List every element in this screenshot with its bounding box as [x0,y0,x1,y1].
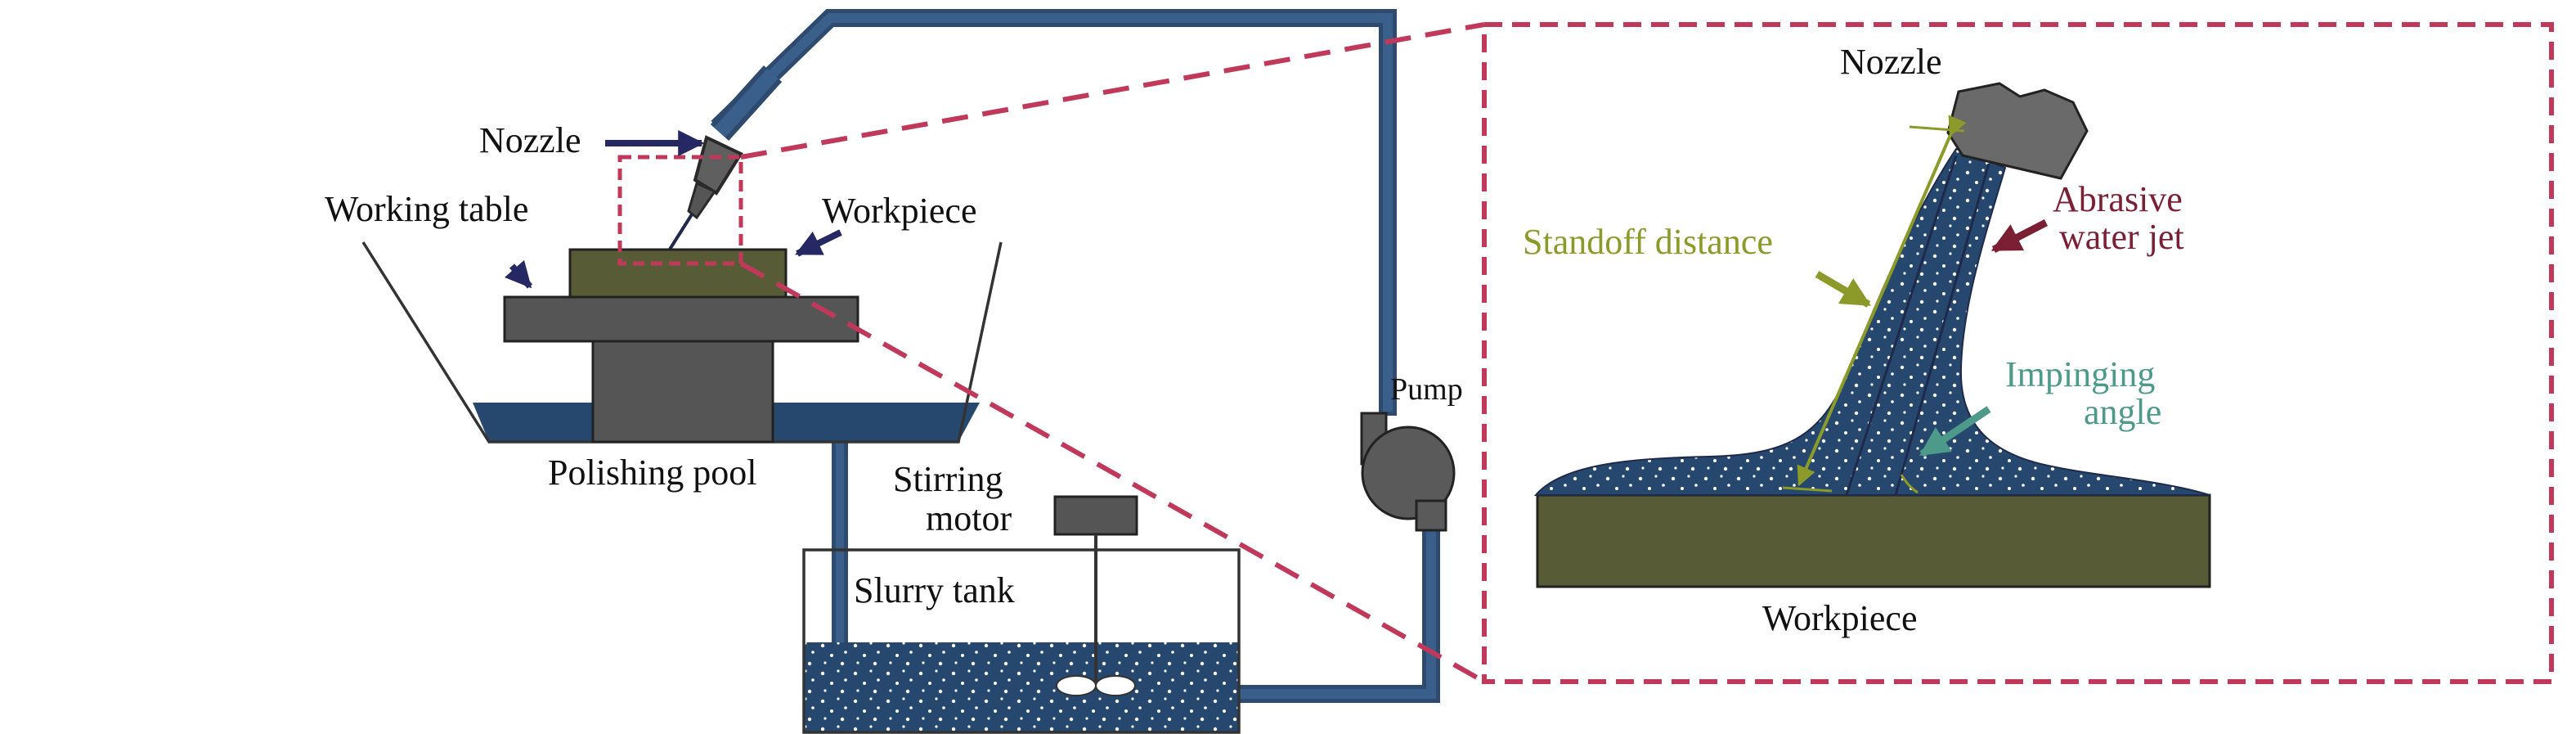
workpiece-block [568,248,788,299]
detail-impinging-label-1: Impinging [2005,354,2155,394]
working-table-label: Working table [325,189,528,229]
detail-abrasive-label-2: water jet [2059,217,2184,257]
abrasive-pointer [1990,219,2049,253]
detail-impinging-label-2: angle [2084,392,2161,432]
slurry-tank [802,495,1241,734]
pump-label: Pump [1390,372,1463,407]
detail-standoff-label: Standoff distance [1523,222,1773,262]
pump-icon [1361,426,1456,520]
detail-nozzle-label: Nozzle [1840,42,1942,82]
detail-panel: Nozzle Abrasive water jet Standoff dista… [1482,22,2554,684]
pump [1360,412,1456,532]
nozzle-label: Nozzle [479,120,581,160]
standoff-distance-arrow [1797,115,1967,487]
detail-abrasive-label-1: Abrasive [2053,179,2183,219]
nozzle-body [693,135,743,196]
impinging-angle-arc [1900,474,1919,494]
left-label-arrows [504,130,842,289]
polishing-pool-label: Polishing pool [548,453,757,493]
nozzle-assembly [659,65,783,265]
detail-workpiece [1536,493,2211,588]
zoom-lines [739,22,1486,684]
impinging-pointer [1919,406,1991,457]
stirring-label: Stirring [893,459,1003,499]
standoff-pointer [1815,271,1872,308]
zoom-source-box [617,155,743,266]
detail-workpiece-label: Workpiece [1762,598,1917,638]
propeller-icon [1056,675,1136,696]
stirring-motor [1053,495,1138,536]
motor-label: motor [926,498,1012,538]
supply-pipe [711,9,1440,703]
slurry-tank-label: Slurry tank [854,570,1015,610]
working-table [503,295,859,444]
workpiece-label: Workpiece [822,191,976,231]
